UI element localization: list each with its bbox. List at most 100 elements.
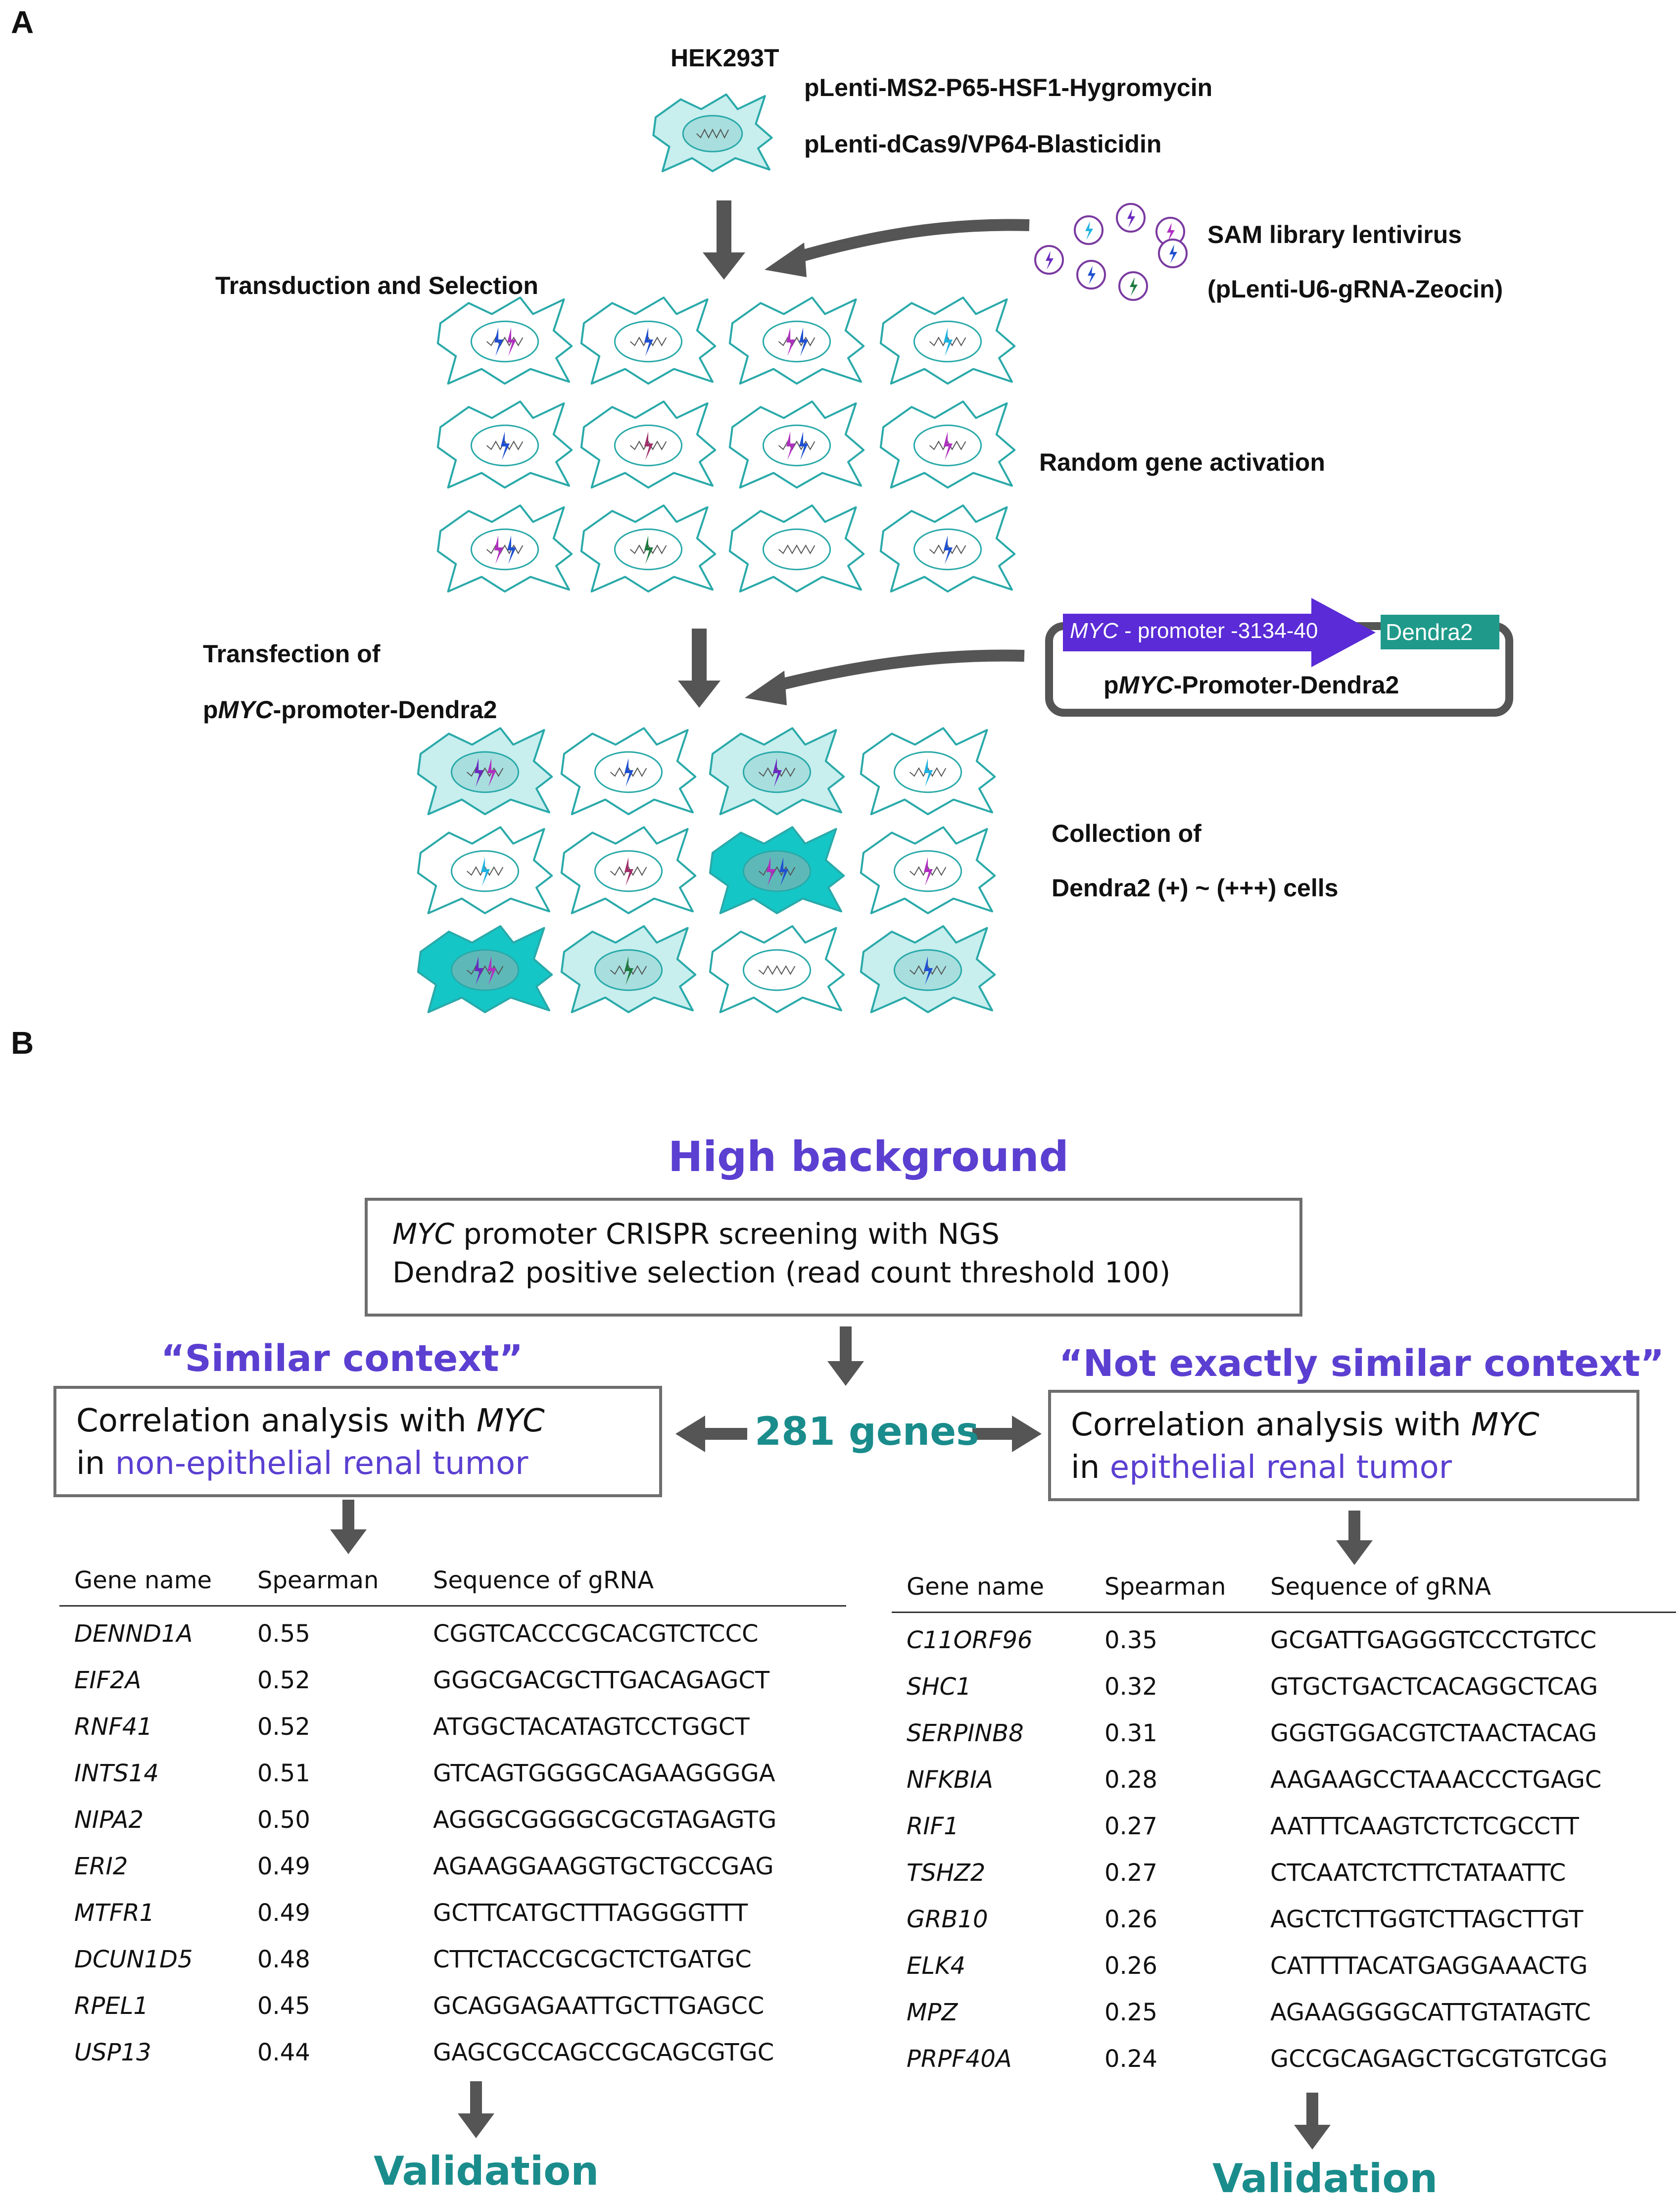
curved-arrow-construct (745, 649, 1025, 705)
library-label-line1: SAM library lentivirus (1207, 221, 1462, 248)
grna-sequence-cell: CATTTTACATGAGGAAACTG (1270, 1952, 1588, 1980)
down-arrow-2 (678, 629, 720, 708)
spearman-cell: 0.51 (257, 1760, 310, 1787)
library-label-line2: (pLenti-U6-gRNA-Zeocin) (1207, 275, 1503, 303)
cell-transduced (728, 296, 865, 385)
collection-label-line2: Dendra2 (+) ~ (+++) cells (1052, 874, 1339, 902)
gene-name-cell: MPZ (907, 1999, 958, 2026)
right-box-line1: Correlation analysis with MYC (1071, 1407, 1539, 1443)
right-arrow (972, 1416, 1042, 1452)
grna-sequence-cell: GTCAGTGGGGCAGAAGGGGA (433, 1760, 775, 1787)
left-validation-arrow (458, 2081, 494, 2138)
gene-name-cell: SERPINB8 (907, 1719, 1024, 1747)
spearman-cell: 0.49 (257, 1899, 310, 1927)
grna-bolt-icon (1130, 277, 1138, 296)
collection-label-line1: Collection of (1052, 820, 1201, 847)
grna-sequence-cell: GCCGCAGAGCTGCGTGTCGG (1270, 2045, 1608, 2073)
panel-b-letter: B (11, 1025, 34, 1061)
down-arrow-1 (703, 200, 745, 280)
gene-name-cell: PRPF40A (907, 2045, 1012, 2073)
curved-arrow-library (765, 219, 1030, 277)
grna-sequence-cell: CTTCTACCGCGCTCTGATGC (433, 1946, 752, 1973)
grna-bolt-icon (1046, 251, 1054, 270)
spearman-cell: 0.24 (1104, 2045, 1157, 2073)
grna-sequence-cell: AATTTCAAGTCTCTCGCCTT (1270, 1812, 1579, 1840)
grna-sequence-cell: AAGAAGCCTAAACCCTGAGC (1270, 1766, 1602, 1794)
cell-transfected (860, 727, 996, 816)
screening-box-line1: MYC promoter CRISPR screening with NGS (392, 1217, 1000, 1251)
plasmid-2-label: pLenti-dCas9/VP64-Blasticidin (804, 130, 1162, 158)
cell-transduced (879, 400, 1016, 489)
cell-transduced (436, 296, 573, 385)
cell-transfected (417, 925, 553, 1014)
spearman-cell: 0.52 (257, 1666, 310, 1694)
cell-transfected (417, 727, 553, 816)
grna-bolt-icon (1127, 209, 1135, 228)
gene-name-cell: USP13 (74, 2039, 151, 2066)
cell-transfected (860, 826, 996, 915)
construct-name-label: pMYC-Promoter-Dendra2 (1104, 671, 1399, 699)
random-activation-label: Random gene activation (1039, 448, 1325, 476)
gene-name-cell: DENND1A (74, 1620, 193, 1648)
spearman-cell: 0.55 (257, 1620, 310, 1648)
grna-sequence-cell: AGCTCTTGGTCTTAGCTTGT (1270, 1906, 1584, 1933)
cell-transduced (580, 296, 717, 385)
grna-sequence-cell: AGAAGGGGCATTGTATAGTC (1270, 1999, 1591, 2026)
construct-diagram (1045, 598, 1513, 717)
cell-transfected (417, 826, 553, 915)
left-header-sequence: Sequence of gRNA (433, 1567, 654, 1594)
grna-sequence-cell: ATGGCTACATAGTCCTGGCT (433, 1713, 750, 1741)
grna-sequence-cell: CTCAATCTCTTCTATAATTC (1270, 1859, 1566, 1887)
cell-line-label: HEK293T (671, 44, 779, 72)
promoter-arrow (1063, 598, 1376, 667)
panel-a-diagram (417, 93, 1513, 1014)
screening-box: MYC promoter CRISPR screening with NGS D… (365, 1198, 1302, 1317)
spearman-cell: 0.44 (257, 2039, 310, 2066)
spearman-cell: 0.45 (257, 1992, 310, 2020)
gene-name-cell: ERI2 (74, 1853, 128, 1880)
cell-transfected (560, 925, 697, 1014)
spearman-cell: 0.28 (1104, 1766, 1157, 1794)
gene-name-cell: C11ORF96 (907, 1626, 1033, 1654)
grna-sequence-cell: GGGTGGACGTCTAACTACAG (1270, 1719, 1597, 1747)
cell-hek293t (652, 93, 773, 172)
spearman-cell: 0.27 (1104, 1859, 1157, 1887)
spearman-cell: 0.49 (257, 1853, 310, 1880)
right-validation-arrow (1294, 2093, 1331, 2150)
gene-name-cell: EIF2A (74, 1666, 142, 1694)
screening-box-line2: Dendra2 positive selection (read count t… (392, 1256, 1171, 1289)
spearman-cell: 0.50 (257, 1806, 310, 1834)
right-header-spearman: Spearman (1104, 1573, 1226, 1601)
spearman-cell: 0.35 (1104, 1626, 1157, 1654)
cell-transduced (728, 504, 865, 593)
plasmid-1-label: pLenti-MS2-P65-HSF1-Hygromycin (804, 74, 1213, 101)
cell-transduced (436, 400, 573, 489)
cell-transfected (560, 826, 697, 915)
grna-sequence-cell: GCTTCATGCTTTAGGGGTTT (433, 1899, 748, 1927)
right-correlation-box: Correlation analysis with MYC in epithel… (1048, 1390, 1639, 1501)
cell-transduced (436, 504, 573, 593)
right-header-gene: Gene name (907, 1573, 1045, 1601)
transfection-label-line1: Transfection of (203, 640, 381, 668)
grna-sequence-cell: GGGCGACGCTTGACAGAGCT (433, 1666, 770, 1694)
cell-transduced (879, 296, 1016, 385)
gene-name-cell: RNF41 (74, 1713, 152, 1741)
right-box-line2: in epithelial renal tumor (1071, 1449, 1452, 1486)
left-box-line2: in non-epithelial renal tumor (76, 1445, 528, 1482)
right-box-down-arrow (1336, 1511, 1373, 1565)
spearman-cell: 0.26 (1104, 1906, 1157, 1933)
grna-sequence-cell: GCGATTGAGGGTCCCTGTCC (1270, 1626, 1597, 1654)
spearman-cell: 0.26 (1104, 1952, 1157, 1980)
left-header-gene: Gene name (74, 1567, 212, 1594)
transfection-label-line2: pMYC-promoter-Dendra2 (203, 696, 497, 724)
left-arrow (675, 1416, 747, 1452)
cell-transfected (560, 727, 697, 816)
grna-sequence-cell: GTGCTGACTCACAGGCTCAG (1270, 1673, 1598, 1701)
cell-transfected (860, 925, 996, 1014)
high-background-header: High background (668, 1132, 1069, 1181)
gene-name-cell: GRB10 (907, 1906, 988, 1933)
grna-sequence-cell: CGGTCACCCGCACGTCTCCC (433, 1620, 759, 1648)
left-header-rule (59, 1605, 846, 1607)
panel-a-letter: A (11, 4, 34, 40)
left-box-down-arrow (330, 1500, 367, 1554)
